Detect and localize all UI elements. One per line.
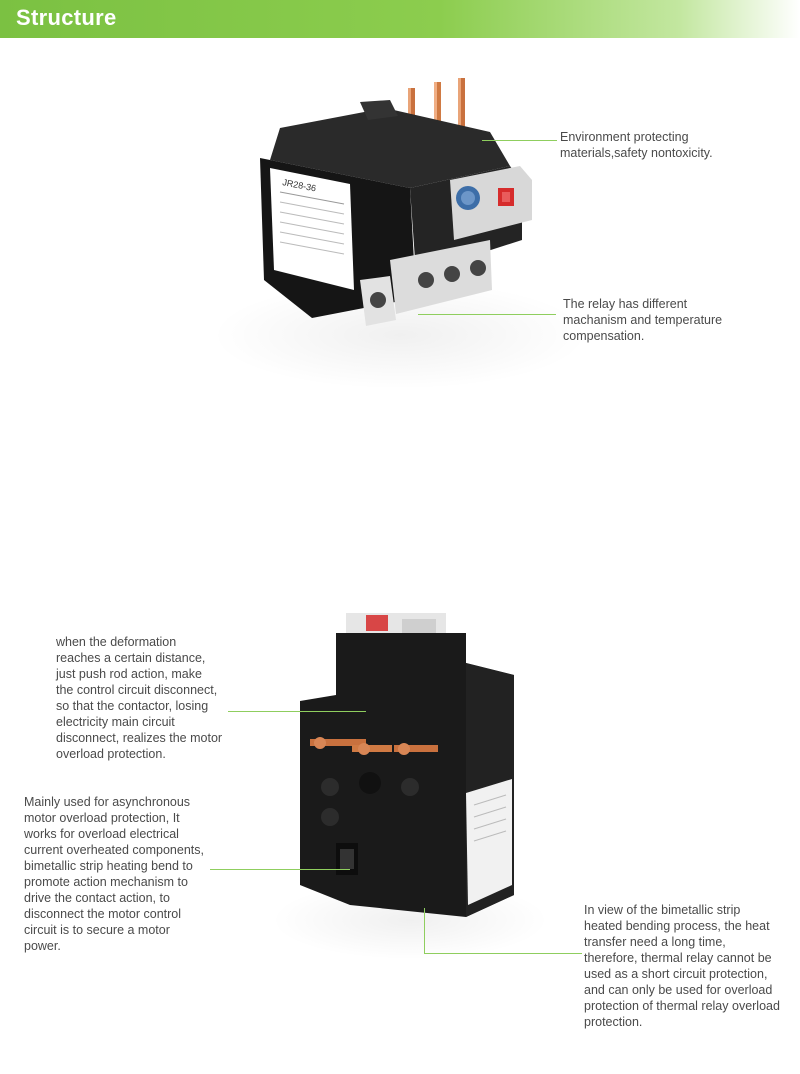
leader-line xyxy=(424,953,582,954)
section-title: Structure xyxy=(16,5,117,30)
callout-environment: Environment protecting materials,safety … xyxy=(560,130,713,160)
section-header: Structure xyxy=(0,0,800,38)
leader-line xyxy=(228,711,366,712)
leader-line xyxy=(424,908,425,954)
leader-line xyxy=(418,314,556,315)
relay-rear-photo xyxy=(300,613,514,917)
relay-front-photo: JR28-36 xyxy=(260,78,532,326)
callout-mechanism: The relay has different machanism and te… xyxy=(563,297,723,343)
leader-line xyxy=(210,869,350,870)
callout-usage: Mainly used for asynchronous motor overl… xyxy=(24,795,204,953)
callout-short-circuit: In view of the bimetallic strip heated b… xyxy=(584,903,780,1029)
leader-line xyxy=(482,140,557,141)
callout-deformation: when the deformation reaches a certain d… xyxy=(56,635,223,761)
